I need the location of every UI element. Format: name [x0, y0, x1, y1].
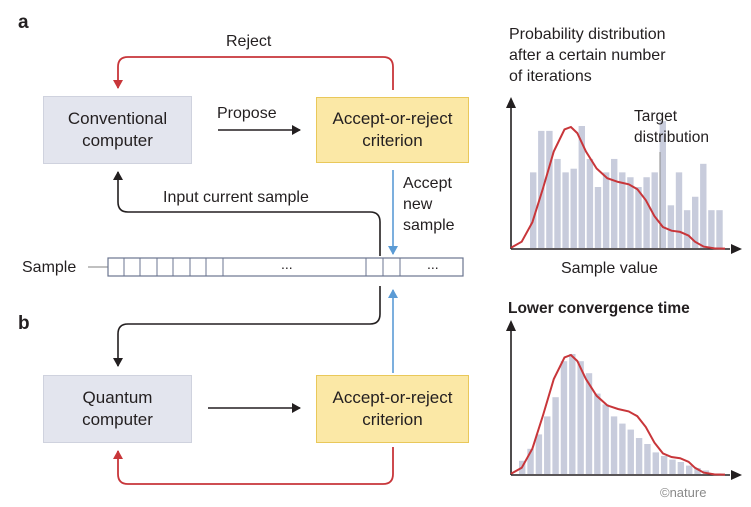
chart-bottom — [506, 320, 742, 480]
bar — [552, 397, 559, 474]
bar — [667, 205, 675, 248]
bar — [594, 393, 601, 474]
bar — [644, 444, 651, 474]
bar — [562, 172, 569, 248]
bar — [610, 416, 618, 474]
bar — [577, 361, 584, 474]
target-distribution-label: Target distribution — [634, 108, 709, 146]
bar — [635, 438, 643, 474]
chart-bottom-title: Lower convergence time — [508, 300, 690, 317]
bar — [535, 434, 543, 474]
criterion-box-top: Accept-or-reject criterion — [316, 97, 469, 163]
x-axis-arrowhead — [731, 244, 742, 254]
bar — [675, 172, 683, 248]
accept-new-sample-label: Accept new sample — [403, 175, 455, 234]
bar — [602, 404, 609, 474]
bar — [669, 459, 676, 474]
bar — [530, 172, 537, 248]
nature-credit: ©nature — [660, 485, 707, 500]
bar — [544, 416, 551, 474]
sample-label: Sample — [22, 259, 77, 276]
y-axis-arrowhead — [506, 97, 516, 108]
y-axis-arrowhead — [506, 320, 516, 331]
bar — [546, 130, 553, 248]
bar — [619, 172, 626, 248]
panel-label-b: b — [18, 313, 30, 334]
bar — [527, 448, 534, 474]
bar — [683, 210, 691, 248]
bar — [635, 187, 642, 248]
bar — [578, 126, 585, 248]
bar — [700, 163, 707, 248]
bar — [716, 210, 723, 248]
chart-top-title: Probability distribution after a certain… — [509, 26, 666, 85]
bar — [602, 172, 610, 248]
quantum-computer-box: Quantum computer — [43, 375, 192, 443]
sample-ellipsis-2: ... — [427, 256, 439, 272]
bar — [686, 465, 693, 474]
quantum-reject-arrow — [113, 447, 394, 485]
conventional-computer-box: Conventional computer — [43, 96, 192, 164]
propose-label: Propose — [217, 105, 277, 122]
bar — [692, 196, 699, 248]
bar — [586, 158, 594, 248]
bar — [659, 121, 666, 248]
sample-strip — [107, 257, 464, 277]
panel-label-a: a — [18, 12, 29, 33]
chart-top — [506, 97, 742, 254]
quantum-input-arrow — [113, 286, 381, 367]
reject-label: Reject — [226, 33, 272, 50]
reject-arrow — [113, 56, 394, 90]
criterion-box-bottom: Accept-or-reject criterion — [316, 375, 469, 443]
bar — [585, 373, 593, 474]
chart-top-xlabel: Sample value — [561, 260, 658, 277]
x-axis-arrowhead — [731, 470, 742, 480]
bar — [652, 452, 659, 474]
bar — [651, 172, 658, 248]
target-distribution-curve — [510, 353, 726, 476]
bar — [694, 468, 701, 474]
sample-strip-frame — [107, 257, 464, 277]
bar — [627, 429, 634, 474]
bar — [538, 130, 545, 248]
bar — [619, 423, 626, 474]
input-current-sample-label: Input current sample — [163, 189, 309, 206]
bar — [643, 177, 650, 248]
bar — [660, 456, 668, 474]
bar — [570, 168, 577, 248]
bar — [627, 177, 634, 248]
bar — [560, 361, 568, 474]
bar — [554, 158, 561, 248]
target-distribution-curve — [510, 125, 726, 250]
bar — [677, 462, 685, 474]
bar — [594, 187, 602, 248]
sample-ellipsis-1: ... — [281, 256, 293, 272]
input-sample-arrow — [113, 171, 381, 256]
bar — [569, 354, 576, 474]
bar — [708, 210, 715, 248]
bar — [611, 158, 618, 248]
